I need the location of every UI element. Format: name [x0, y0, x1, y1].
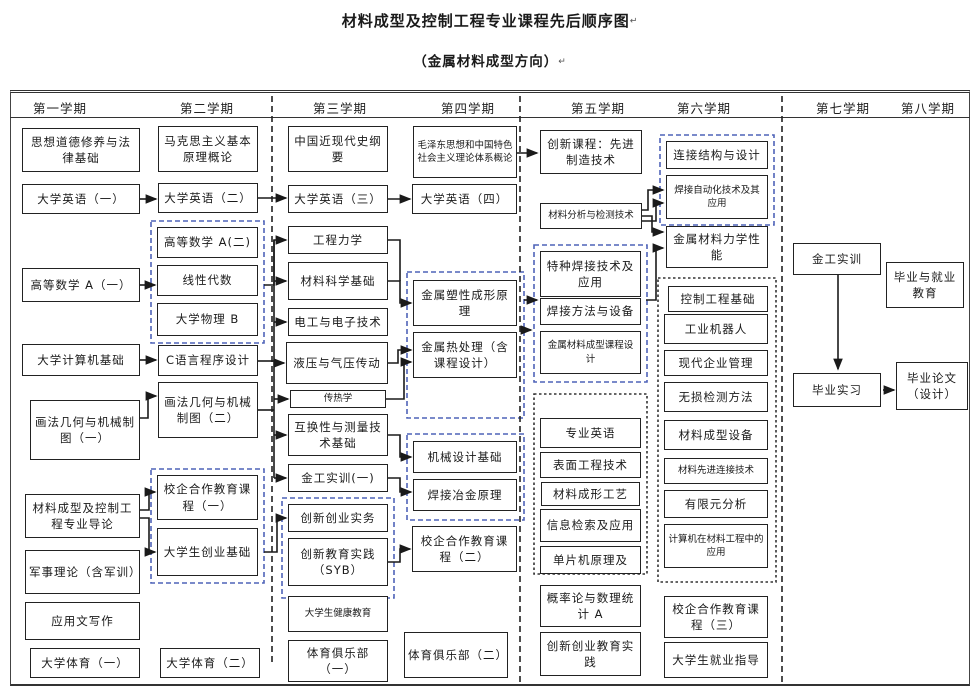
semester-header-2: 第二学期 [179, 101, 235, 116]
page-title: 材料成型及控制工程专业课程先后顺序图↵ [341, 12, 639, 30]
course-box: 电工与电子技术 [288, 308, 388, 336]
course-box: 高等数学 A（一） [22, 268, 140, 302]
course-box: 金工实训(一) [288, 464, 388, 492]
course-box: 创新教育实践（SYB） [288, 538, 388, 586]
course-box: 线性代数 [157, 265, 258, 296]
semester-header-4: 第四学期 [440, 101, 496, 116]
course-box: 中国近现代史纲要 [288, 126, 388, 172]
course-box: 大学物理 B [157, 303, 258, 336]
course-box: 大学英语（三） [288, 185, 388, 213]
course-box: 体育俱乐部（一） [288, 640, 388, 682]
course-box: C语言程序设计 [158, 345, 258, 376]
semester-header-7: 第七学期 [815, 101, 871, 116]
course-box: 马克思主义基本原理概论 [158, 126, 258, 172]
course-box: 概率论与数理统计 A [540, 585, 641, 627]
course-box: 创新创业实务 [288, 504, 388, 532]
course-box: 金属材料成型课程设计 [540, 331, 641, 374]
course-box: 特种焊接技术及应用 [540, 251, 641, 297]
course-box: 校企合作教育课程（二） [412, 526, 517, 572]
paragraph-mark: ↵ [629, 16, 639, 27]
course-box: 连接结构与设计 [666, 141, 768, 169]
course-box: 毕业论文（设计） [896, 362, 968, 410]
course-box: 大学英语（一） [22, 184, 140, 214]
course-box: 材料分析与检测技术 [540, 203, 642, 229]
course-box: 材料先进连接技术 [664, 458, 768, 484]
course-box: 高等数学 A(二) [157, 227, 258, 258]
semester-header-3: 第三学期 [312, 101, 368, 116]
paragraph-mark: ↵ [558, 57, 567, 67]
course-box: 焊接冶金原理 [413, 479, 517, 511]
course-box: 传热学 [290, 390, 386, 408]
course-box: 大学生健康教育 [288, 596, 388, 632]
semester-header-1: 第一学期 [32, 101, 88, 116]
course-box: 金属材料力学性能 [666, 226, 768, 268]
course-box: 表面工程技术 [540, 452, 641, 478]
course-box: 应用文写作 [25, 602, 140, 640]
course-box: 大学生就业指导 [664, 642, 768, 678]
course-box: 画法几何与机械制图（一） [30, 400, 140, 460]
course-box: 现代企业管理 [664, 350, 768, 376]
course-box: 大学体育（二） [160, 648, 260, 678]
course-box: 体育俱乐部（二） [404, 632, 508, 678]
course-box: 机械设计基础 [413, 441, 517, 473]
course-box: 有限元分析 [664, 490, 768, 518]
course-box: 金工实训 [793, 243, 881, 275]
course-box: 材料科学基础 [288, 262, 388, 300]
course-box: 画法几何与机械制图（二） [158, 382, 258, 438]
course-box: 毛泽东思想和中国特色社会主义理论体系概论 [413, 126, 517, 178]
course-box: 毕业实习 [793, 373, 881, 407]
course-box: 创新创业教育实践 [540, 632, 641, 676]
course-box: 互换性与测量技术基础 [288, 414, 388, 456]
course-box: 工程力学 [288, 226, 388, 254]
course-box: 创新课程：先进制造技术 [540, 130, 642, 174]
course-box: 大学生创业基础 [157, 528, 258, 576]
course-box: 军事理论（含军训） [25, 550, 141, 594]
semester-header-8: 第八学期 [900, 101, 956, 116]
course-box: 焊接方法与设备 [540, 298, 641, 325]
header-underline [10, 117, 970, 118]
course-box: 无损检测方法 [664, 382, 768, 412]
course-box: 大学体育（一） [30, 648, 140, 678]
course-box: 材料成形工艺 [541, 482, 640, 506]
course-box: 专业英语 [540, 418, 641, 448]
course-box: 金属塑性成形原理 [413, 280, 517, 326]
course-box: 控制工程基础 [668, 286, 768, 312]
course-box: 毕业与就业教育 [886, 262, 964, 308]
course-box: 液压与气压传动 [286, 342, 388, 384]
course-box: 材料成型及控制工程专业导论 [25, 494, 140, 538]
course-box: 大学计算机基础 [22, 344, 140, 376]
course-box: 计算机在材料工程中的应用 [664, 524, 768, 568]
course-box: 金属热处理（含课程设计） [413, 332, 517, 378]
diagram-frame [10, 90, 970, 686]
semester-header-6: 第六学期 [676, 101, 732, 116]
course-box: 思想道德修养与法律基础 [22, 128, 140, 172]
course-box: 校企合作教育课程（一） [157, 475, 258, 520]
semester-header-5: 第五学期 [570, 101, 626, 116]
course-box: 大学英语（二） [158, 183, 258, 213]
course-box: 材料成型设备 [664, 420, 768, 450]
course-box: 信息检索及应用 [540, 509, 641, 542]
course-box: 校企合作教育课程（三） [664, 596, 768, 638]
course-box: 工业机器人 [664, 314, 768, 344]
course-box: 焊接自动化技术及其应用 [666, 175, 768, 219]
course-box: 大学英语（四） [412, 184, 517, 214]
page-subtitle: （金属材料成型方向）↵ [413, 54, 567, 70]
course-box: 单片机原理及 [540, 546, 641, 574]
